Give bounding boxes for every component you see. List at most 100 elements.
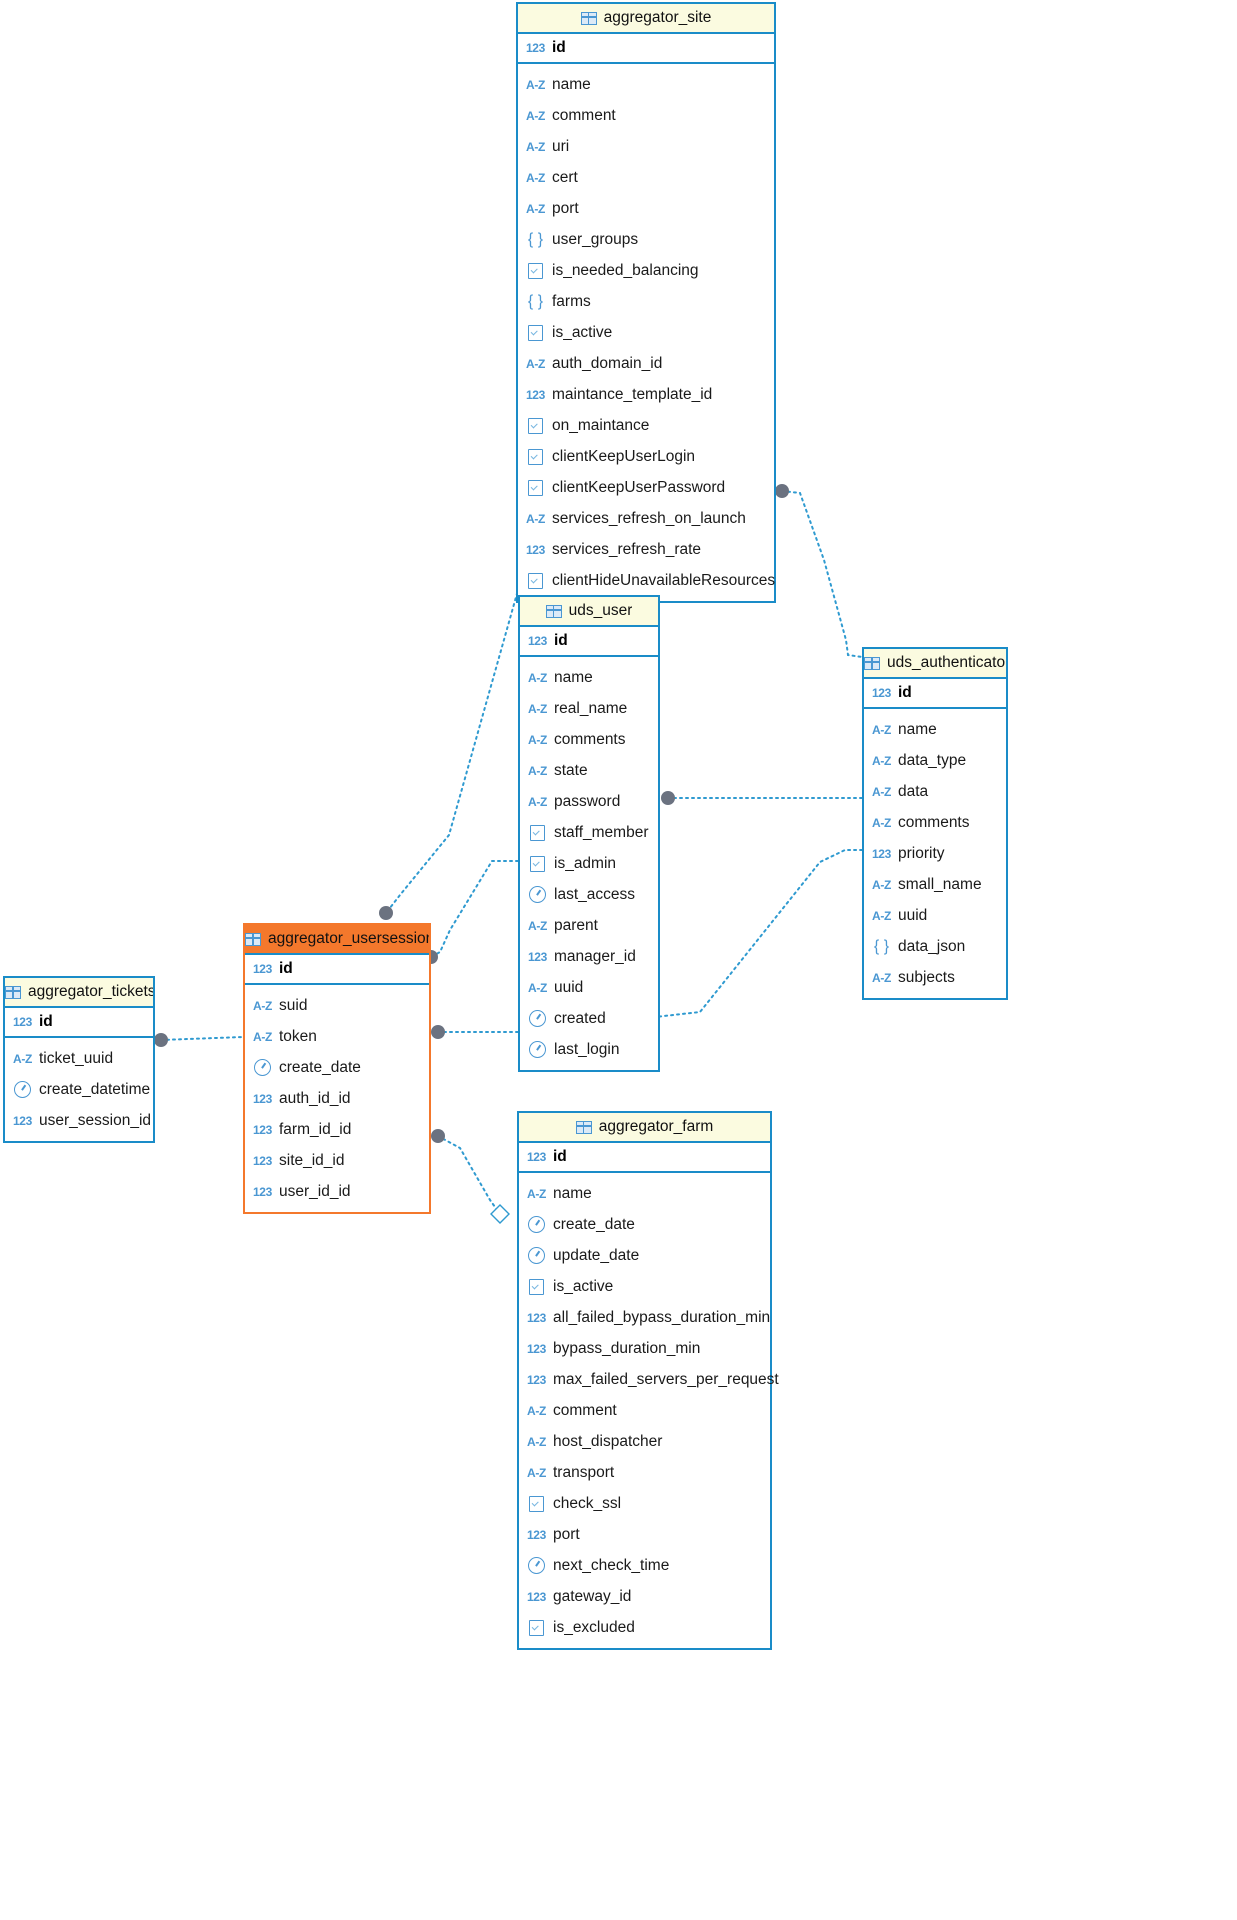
column-label: bypass_duration_min [553, 1339, 701, 1357]
column-row[interactable]: is_excluded [519, 1612, 770, 1643]
connector-endpoint-dot [154, 1033, 168, 1047]
entity-title-bar[interactable]: aggregator_farm [519, 1113, 770, 1143]
connector-endpoint-dot [775, 484, 789, 498]
column-row[interactable]: is_needed_balancing [518, 255, 774, 286]
column-row[interactable]: clientKeepUserPassword [518, 472, 774, 503]
datetime-type-icon [528, 1247, 545, 1264]
column-label: auth_domain_id [552, 354, 663, 372]
column-label: data [898, 782, 929, 800]
column-row[interactable]: create_date [519, 1209, 770, 1240]
column-row[interactable]: create_date [245, 1052, 429, 1083]
entity-title-bar[interactable]: uds_user [520, 597, 658, 627]
number-type-icon: 123 [526, 1310, 547, 1325]
column-label: gateway_id [553, 1587, 632, 1605]
column-row[interactable]: is_active [518, 317, 774, 348]
column-row[interactable]: create_datetime [5, 1074, 153, 1105]
column-label: name [554, 668, 593, 686]
column-row[interactable]: is_active [519, 1271, 770, 1302]
connector-site-to-authenticator [781, 490, 863, 658]
column-row[interactable]: is_admin [520, 848, 658, 879]
entity-title-bar[interactable]: uds_authenticator [864, 649, 1006, 679]
text-type-icon: A-Z [526, 1186, 547, 1201]
column-row[interactable]: check_ssl [519, 1488, 770, 1519]
boolean-type-icon-wrap [528, 854, 547, 873]
column-row[interactable]: last_login [520, 1034, 658, 1065]
entity-title-bar[interactable]: aggregator_tickets [5, 978, 153, 1008]
entity-title-bar[interactable]: aggregator_site [518, 4, 774, 34]
column-row[interactable]: clientKeepUserLogin [518, 441, 774, 472]
text-type-icon: A-Z [252, 998, 273, 1013]
text-type-icon: A-Z [526, 1403, 547, 1418]
entity-title-bar[interactable]: aggregator_usersession [245, 925, 429, 955]
column-row[interactable]: last_access [520, 879, 658, 910]
boolean-type-icon [529, 1278, 544, 1295]
column-row[interactable]: update_date [519, 1240, 770, 1271]
column-row[interactable]: next_check_time [519, 1550, 770, 1581]
column-row[interactable]: staff_member [520, 817, 658, 848]
column-row[interactable]: on_maintance [518, 410, 774, 441]
column-row[interactable]: { }data_json [864, 931, 1006, 962]
column-row[interactable]: clientHideUnavailableResources [518, 565, 775, 596]
column-row[interactable]: { }farms [518, 286, 774, 317]
column-row[interactable]: { }user_groups [518, 224, 774, 255]
column-label: user_session_id [39, 1111, 152, 1129]
primary-key-label: id [553, 1148, 567, 1165]
column-row[interactable]: created [520, 1003, 658, 1034]
